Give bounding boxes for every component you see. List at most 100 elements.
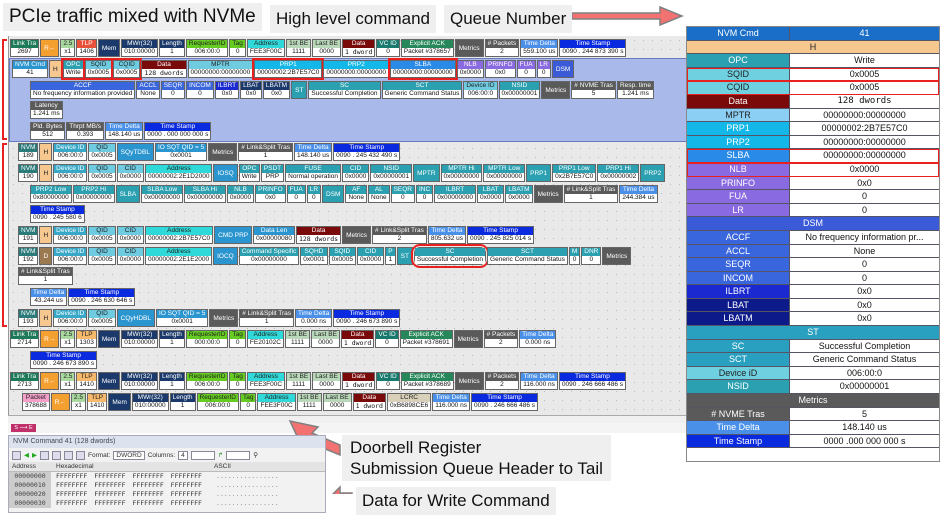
field-iosq[interactable]: IOSQ [213, 164, 238, 182]
field-metrics[interactable]: Metrics [453, 330, 483, 348]
field-r-[interactable]: R← [40, 39, 60, 57]
dec-mode-button[interactable] [64, 450, 73, 460]
field-mwr-32-[interactable]: MWr(32)010:00000 [121, 372, 159, 390]
field-mem[interactable]: Mem [108, 393, 131, 411]
ascii-mode-button[interactable] [52, 450, 61, 460]
field-sqytdbl[interactable]: SQyTDBL [116, 143, 154, 161]
field-metrics[interactable]: Metrics [209, 309, 239, 327]
field-metrics[interactable]: Metrics [602, 247, 632, 265]
find-input[interactable] [226, 450, 251, 460]
field-h[interactable]: H [39, 309, 53, 327]
columns-select[interactable]: 4 [178, 450, 188, 460]
format-select[interactable]: DWORD [113, 450, 145, 460]
field-h[interactable]: H [39, 143, 53, 161]
bin-mode-button[interactable] [76, 450, 85, 460]
field-mwr-32-[interactable]: MWr(32)010:00000 [121, 39, 159, 57]
field-metrics[interactable]: Metrics [342, 226, 372, 244]
detail-row-st[interactable]: ST [687, 326, 939, 340]
